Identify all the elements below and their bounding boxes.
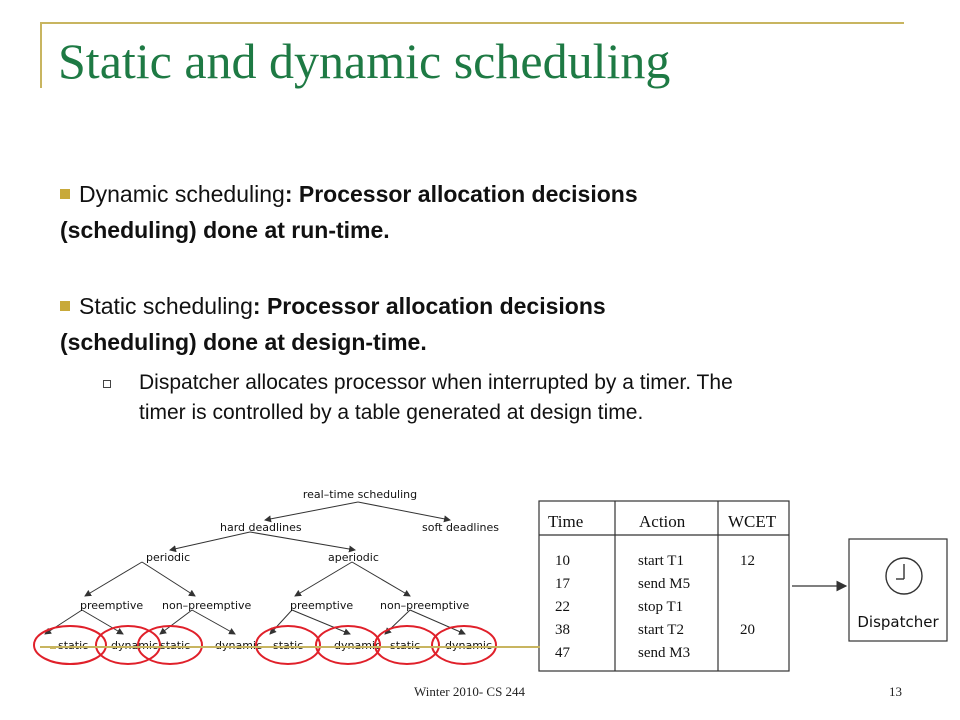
- highlight-circle: [374, 625, 440, 665]
- highlight-circle: [33, 625, 107, 665]
- tree-leaf-static: static: [273, 639, 303, 652]
- table-cell-time: 10: [555, 553, 570, 569]
- highlight-circle: [95, 625, 161, 665]
- clock-icon: [885, 557, 923, 595]
- tree-soft-deadlines: soft deadlines: [422, 521, 499, 534]
- table-header-action: Action: [639, 512, 686, 531]
- footer-course: Winter 2010- CS 244: [414, 684, 526, 699]
- sub-bullet-box-icon: [103, 380, 111, 388]
- schedule-table: Time Action WCET 10 start T1 12 17 send …: [538, 500, 790, 672]
- scheduling-taxonomy-tree: real–time scheduling hard deadlines soft…: [33, 488, 499, 665]
- highlight-circle: [255, 625, 321, 665]
- page-number: 13: [889, 684, 902, 699]
- dispatcher-diagram: Dispatcher: [792, 538, 948, 642]
- sub-bullet-dispatcher: Dispatcher allocates processor when inte…: [103, 368, 906, 428]
- bullet-definition: : Processor allocation decisions: [252, 293, 606, 319]
- tree-root-label: real–time scheduling: [303, 488, 417, 501]
- tree-non-preemptive-left: non–preemptive: [162, 599, 252, 612]
- highlight-circle: [315, 625, 381, 665]
- table-cell-action: start T1: [638, 553, 684, 569]
- table-border: [538, 500, 790, 672]
- bullet-square-icon: [60, 300, 70, 311]
- slide-title: Static and dynamic scheduling: [58, 33, 671, 89]
- tree-non-preemptive-right: non–preemptive: [380, 599, 470, 612]
- tree-aperiodic: aperiodic: [328, 551, 379, 564]
- bullet-term: Static scheduling: [79, 293, 253, 319]
- bullet-definition: : Processor allocation decisions: [284, 181, 638, 207]
- tree-leaf-static: static: [58, 639, 88, 652]
- tree-leaf-static: static: [390, 639, 420, 652]
- table-cell-action: stop T1: [638, 599, 683, 615]
- tree-preemptive-right: preemptive: [290, 599, 353, 612]
- highlight-circle: [137, 625, 203, 665]
- tree-leaf-dynamic: dynamic: [111, 639, 158, 652]
- bullet-square-icon: [60, 188, 70, 199]
- table-cell-time: 17: [555, 576, 571, 592]
- leaf-highlight-circles: [33, 625, 497, 665]
- tree-leaf-static: static: [160, 639, 190, 652]
- table-cell-time: 22: [555, 599, 570, 615]
- footer-accent-line: [40, 646, 540, 648]
- tree-edges: [44, 501, 466, 635]
- frame-top-line: [40, 22, 904, 24]
- sub-bullet-line: timer is controlled by a table generated…: [139, 401, 644, 424]
- bullet-dynamic: Dynamic scheduling: Processor allocation…: [60, 176, 910, 248]
- tree-hard-deadlines: hard deadlines: [220, 521, 302, 534]
- dispatcher-label: Dispatcher: [857, 613, 939, 631]
- table-cell-action: send M5: [638, 576, 690, 592]
- bullet-static: Static scheduling: Processor allocation …: [60, 288, 910, 360]
- dispatcher-box: [848, 538, 948, 642]
- table-cell-time: 38: [555, 622, 570, 638]
- table-body: 10 start T1 12 17 send M5 22 stop T1 38 …: [555, 553, 755, 661]
- table-header-time: Time: [548, 512, 583, 531]
- table-cell-wcet: 12: [740, 553, 755, 569]
- tree-leaf-dynamic: dynamic: [215, 639, 262, 652]
- tree-leaf-dynamic: dynamic: [445, 639, 492, 652]
- bullet-definition-cont: (scheduling) done at run-time.: [60, 217, 390, 243]
- tree-periodic: periodic: [146, 551, 190, 564]
- bullet-definition-cont: (scheduling) done at design-time.: [60, 329, 427, 355]
- frame-left-line: [40, 22, 42, 88]
- table-cell-action: send M3: [638, 645, 690, 661]
- table-cell-action: start T2: [638, 622, 684, 638]
- tree-leaf-dynamic: dynamic: [334, 639, 381, 652]
- sub-bullet-line: Dispatcher allocates processor when inte…: [139, 371, 733, 394]
- bullet-term: Dynamic scheduling: [79, 181, 285, 207]
- table-cell-time: 47: [555, 645, 571, 661]
- tree-preemptive-left: preemptive: [80, 599, 143, 612]
- table-header-wcet: WCET: [728, 512, 777, 531]
- table-cell-wcet: 20: [740, 622, 755, 638]
- highlight-circle: [431, 625, 497, 665]
